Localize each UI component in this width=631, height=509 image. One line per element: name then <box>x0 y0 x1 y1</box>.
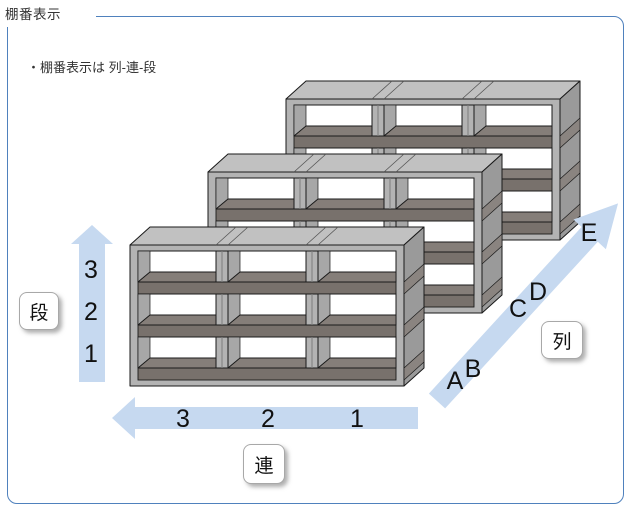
dan-axis-label-text: 段 <box>29 302 49 324</box>
retsu-tick-b: B <box>465 355 482 383</box>
dan-tick-1: 1 <box>84 340 98 368</box>
shelf-unit-front <box>129 226 425 387</box>
shelf-units <box>129 80 581 387</box>
ren-tick-2: 2 <box>261 405 275 433</box>
retsu-axis-label: 列 <box>541 321 583 359</box>
page-title: 棚番表示 <box>5 7 61 22</box>
dan-tick-2: 2 <box>84 298 98 326</box>
ren-tick-1: 1 <box>350 405 364 433</box>
note-text: ・棚番表示は 列-連-段 <box>27 60 157 75</box>
dan-axis-label: 段 <box>19 292 59 330</box>
retsu-tick-e: E <box>581 219 598 247</box>
ren-axis-label: 連 <box>243 444 285 484</box>
retsu-arrow-icon <box>428 203 619 409</box>
dan-arrow-icon <box>71 225 113 382</box>
dan-tick-3: 3 <box>84 256 98 284</box>
retsu-tick-d: D <box>529 278 547 306</box>
retsu-tick-c: C <box>509 295 527 323</box>
retsu-axis-label-text: 列 <box>552 331 572 353</box>
ren-arrow-icon <box>112 397 418 439</box>
ren-tick-3: 3 <box>176 405 190 433</box>
retsu-tick-a: A <box>447 367 464 395</box>
panel-border <box>7 16 624 504</box>
title-mask <box>0 0 96 27</box>
ren-axis-label-text: 連 <box>254 455 274 477</box>
